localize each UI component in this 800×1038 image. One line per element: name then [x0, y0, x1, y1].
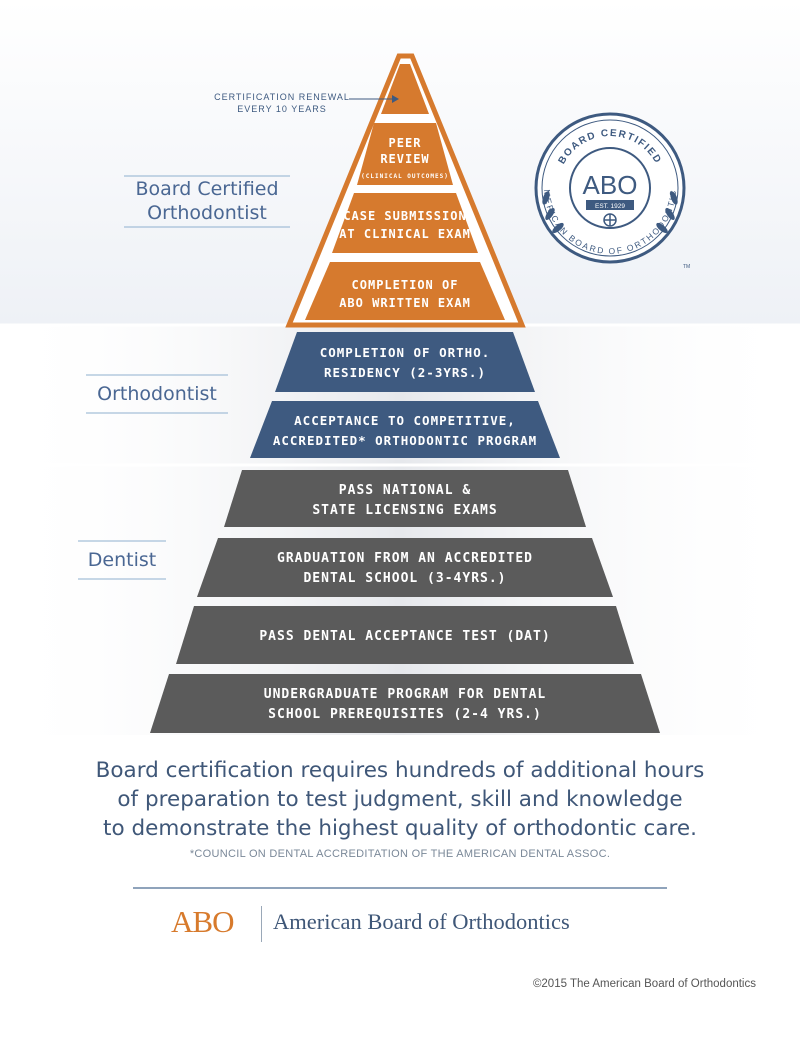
- abo-logo: ABO: [171, 904, 234, 939]
- description: Board certification requires hundreds of…: [0, 756, 800, 843]
- level-1-shape: [357, 123, 453, 185]
- renewal-line-2: EVERY 10 YEARS: [237, 104, 327, 114]
- level-9-shape: [150, 674, 660, 733]
- level-7-shape: [197, 538, 613, 597]
- abo-seal: BOARD CERTIFIED AMERICAN BOARD OF ORTHOD…: [534, 112, 690, 270]
- laurel-icon: [542, 191, 678, 234]
- pyramid-outline: [285, 53, 526, 328]
- renewal-line-1: CERTIFICATION RENEWAL: [214, 92, 350, 102]
- renewal-arrow-icon: [392, 95, 399, 103]
- level-8-line-1: PASS DENTAL ACCEPTANCE TEST (DAT): [259, 629, 550, 644]
- level-1-line-2: REVIEW: [380, 152, 429, 166]
- level-6: PASS NATIONAL & STATE LICENSING EXAMS: [224, 470, 586, 527]
- seal-tm: TM: [683, 264, 690, 270]
- level-3-line-1: COMPLETION OF: [352, 278, 459, 292]
- section-label-dentist: Dentist: [87, 549, 157, 571]
- level-7-line-2: DENTAL SCHOOL (3-4YRS.): [303, 571, 506, 586]
- level-4-line-2: RESIDENCY (2-3YRS.): [324, 365, 486, 380]
- level-8-shape: [176, 606, 634, 664]
- level-7: GRADUATION FROM AN ACCREDITED DENTAL SCH…: [197, 538, 613, 597]
- level-1-sub: (CLINICAL OUTCOMES): [361, 173, 449, 180]
- section-label-board-line-2: Orthodontist: [147, 202, 267, 224]
- tooth-icon: [603, 213, 617, 227]
- description-line-1: Board certification requires hundreds of…: [95, 758, 705, 783]
- level-8: PASS DENTAL ACCEPTANCE TEST (DAT): [176, 606, 634, 664]
- description-line-2: of preparation to test judgment, skill a…: [117, 787, 683, 812]
- seal-est: EST. 1929: [595, 203, 625, 210]
- seal-center: ABO: [583, 170, 638, 200]
- level-2: CASE SUBMISSION AT CLINICAL EXAM: [332, 193, 478, 253]
- level-3-line-2: ABO WRITTEN EXAM: [339, 296, 471, 310]
- level-3-shape: [305, 262, 505, 320]
- level-2-line-2: AT CLINICAL EXAM: [339, 227, 471, 241]
- description-line-3: to demonstrate the highest quality of or…: [103, 816, 697, 841]
- level-1: PEER REVIEW (CLINICAL OUTCOMES): [357, 123, 453, 185]
- section-label-board-certified: Board Certified Orthodontist: [124, 177, 290, 225]
- certification-pyramid: PEER REVIEW (CLINICAL OUTCOMES) CASE SUB…: [0, 0, 800, 735]
- level-4-shape: [275, 332, 535, 392]
- renewal-note: CERTIFICATION RENEWAL EVERY 10 YEARS: [214, 92, 399, 114]
- level-6-line-1: PASS NATIONAL &: [339, 483, 471, 498]
- level-7-line-1: GRADUATION FROM AN ACCREDITED: [277, 551, 533, 566]
- footer-divider: [133, 887, 667, 889]
- level-6-shape: [224, 470, 586, 527]
- section-label-board-line-1: Board Certified: [135, 178, 279, 200]
- level-2-line-1: CASE SUBMISSION: [343, 209, 466, 223]
- logo-separator: [261, 906, 262, 942]
- level-1-line-1: PEER: [389, 136, 422, 150]
- level-9-line-2: SCHOOL PREREQUISITES (2-4 YRS.): [268, 707, 542, 722]
- level-5: ACCEPTANCE TO COMPETITIVE, ACCREDITED* O…: [250, 401, 560, 458]
- organization-name: American Board of Orthodontics: [273, 909, 570, 934]
- copyright: ©2015 The American Board of Orthodontics: [532, 978, 756, 990]
- level-4: COMPLETION OF ORTHO. RESIDENCY (2-3YRS.): [275, 332, 535, 392]
- level-5-shape: [250, 401, 560, 458]
- level-2-shape: [332, 193, 478, 253]
- level-5-line-1: ACCEPTANCE TO COMPETITIVE,: [294, 413, 516, 428]
- section-label-orthodontist: Orthodontist: [97, 383, 217, 405]
- level-6-line-2: STATE LICENSING EXAMS: [312, 503, 497, 518]
- level-5-line-2: ACCREDITED* ORTHODONTIC PROGRAM: [273, 433, 537, 448]
- level-4-line-1: COMPLETION OF ORTHO.: [320, 345, 491, 360]
- footnote: *COUNCIL ON DENTAL ACCREDITATION OF THE …: [189, 848, 611, 860]
- level-9-line-1: UNDERGRADUATE PROGRAM FOR DENTAL: [264, 687, 546, 702]
- level-9: UNDERGRADUATE PROGRAM FOR DENTAL SCHOOL …: [150, 674, 660, 733]
- level-3: COMPLETION OF ABO WRITTEN EXAM: [305, 262, 505, 320]
